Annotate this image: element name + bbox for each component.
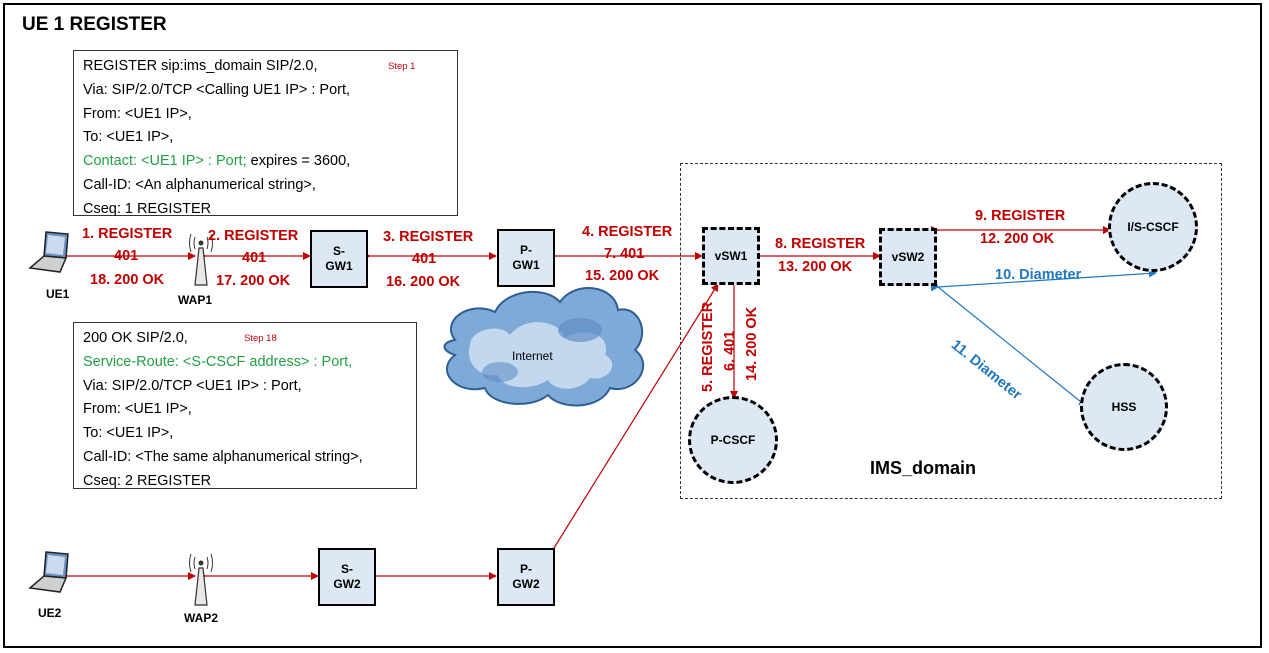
vsw1-node: vSW1 bbox=[702, 227, 760, 285]
pgw2-node: P- GW2 bbox=[497, 548, 555, 606]
msg-401-a: 401 bbox=[114, 248, 139, 264]
header-text: From: <UE1 IP>, bbox=[83, 105, 192, 122]
msg-3-register: 3. REGISTER bbox=[383, 229, 474, 245]
header-text: Call-ID: <An alphanumerical string>, bbox=[83, 176, 316, 193]
wap1-antenna-icon bbox=[189, 233, 213, 286]
message-line: Call-ID: <An alphanumerical string>, bbox=[83, 174, 448, 198]
internet-cloud bbox=[443, 287, 645, 407]
link-pgw2-vsw1 bbox=[546, 283, 719, 557]
register-response-box: 200 OK SIP/2.0, Service-Route: <S-CSCF ad… bbox=[73, 322, 417, 489]
msg-401-b: 401 bbox=[242, 250, 267, 266]
ims-domain-label: IMS_domain bbox=[870, 458, 977, 478]
diagram-title: UE 1 REGISTER bbox=[22, 14, 167, 35]
msg-18-200ok: 18. 200 OK bbox=[90, 272, 165, 288]
msg-1-register: 1. REGISTER bbox=[82, 226, 173, 242]
header-text: Via: SIP/2.0/TCP <UE1 IP> : Port, bbox=[83, 377, 302, 394]
message-line: Cseq: 2 REGISTER bbox=[83, 470, 407, 494]
vsw1-label: vSW1 bbox=[714, 248, 748, 263]
header-text: From: <UE1 IP>, bbox=[83, 401, 192, 418]
hss-node: HSS bbox=[1080, 363, 1168, 451]
msg-16-200ok: 16. 200 OK bbox=[386, 274, 461, 290]
message-line: To: <UE1 IP>, bbox=[83, 422, 407, 446]
iscscf-label: I/S-CSCF bbox=[1127, 219, 1179, 234]
message-line: Cseq: 1 REGISTER bbox=[83, 198, 448, 222]
msg-401-c: 401 bbox=[412, 251, 437, 267]
msg-14-200ok: 14. 200 OK bbox=[744, 306, 760, 381]
message-line: Service-Route: <S-CSCF address> : Port, bbox=[83, 351, 407, 375]
msg-13-200ok: 13. 200 OK bbox=[778, 259, 853, 275]
msg-12-200ok: 12. 200 OK bbox=[980, 231, 1055, 247]
header-text: Call-ID: <The same alphanumerical string… bbox=[83, 448, 363, 465]
header-highlight: Contact: <UE1 IP> : Port; bbox=[83, 153, 247, 170]
msg-6-401: 6. 401 bbox=[722, 330, 738, 371]
pgw2-label: P- GW2 bbox=[512, 562, 540, 591]
wap2-label: WAP2 bbox=[184, 611, 219, 625]
msg-5-register: 5. REGISTER bbox=[700, 301, 716, 392]
link-vsw2-hss-diameter bbox=[930, 279, 1087, 407]
header-text: Cseq: 1 REGISTER bbox=[83, 200, 212, 217]
wap2-antenna-icon bbox=[189, 553, 213, 606]
msg-9-register: 9. REGISTER bbox=[975, 208, 1066, 224]
ue1-label: UE1 bbox=[46, 287, 70, 301]
pgw1-label: P- GW1 bbox=[512, 243, 540, 272]
internet-label: Internet bbox=[512, 349, 553, 363]
diagram-frame bbox=[3, 3, 1262, 648]
header-text: To: <UE1 IP>, bbox=[83, 129, 174, 146]
msg-15-200ok: 15. 200 OK bbox=[585, 268, 660, 284]
pgw1-node: P- GW1 bbox=[497, 229, 555, 287]
msg-2-register: 2. REGISTER bbox=[208, 228, 299, 244]
pcscf-node: P-CSCF bbox=[688, 396, 778, 484]
pcscf-label: P-CSCF bbox=[710, 432, 756, 447]
message-line: Call-ID: <The same alphanumerical string… bbox=[83, 446, 407, 470]
ue2-label: UE2 bbox=[38, 606, 62, 620]
msg-4-register: 4. REGISTER bbox=[582, 224, 673, 240]
sgw1-node: S- GW1 bbox=[310, 230, 368, 288]
msg-8-register: 8. REGISTER bbox=[775, 236, 866, 252]
sgw2-node: S- GW2 bbox=[318, 548, 376, 606]
header-text: Via: SIP/2.0/TCP <Calling UE1 IP> : Port… bbox=[83, 81, 351, 98]
header-text: REGISTER sip:ims_domain SIP/2.0, bbox=[83, 58, 318, 74]
message-line: Via: SIP/2.0/TCP <Calling UE1 IP> : Port… bbox=[83, 79, 448, 103]
header-highlight: Service-Route: <S-CSCF address> : Port, bbox=[83, 353, 353, 370]
message-line: From: <UE1 IP>, bbox=[83, 103, 448, 127]
vsw2-label: vSW2 bbox=[891, 249, 925, 264]
header-text: 200 OK SIP/2.0, bbox=[83, 330, 188, 346]
header-text: Cseq: 2 REGISTER bbox=[83, 472, 212, 489]
msg-10-diameter: 10. Diameter bbox=[995, 267, 1082, 283]
request-step-tag: Step 1 bbox=[388, 61, 416, 72]
msg-7-401: 7. 401 bbox=[604, 246, 645, 262]
message-line: REGISTER sip:ims_domain SIP/2.0, bbox=[83, 55, 448, 79]
message-line: Via: SIP/2.0/TCP <UE1 IP> : Port, bbox=[83, 375, 407, 399]
ue1-laptop-icon bbox=[28, 231, 69, 273]
sgw1-label: S- GW1 bbox=[325, 244, 353, 273]
header-text: To: <UE1 IP>, bbox=[83, 425, 174, 442]
header-text: expires = 3600, bbox=[246, 153, 351, 170]
message-line: 200 OK SIP/2.0, bbox=[83, 327, 407, 351]
response-step-tag: Step 18 bbox=[244, 333, 277, 344]
register-request-box: REGISTER sip:ims_domain SIP/2.0, Via: SIP… bbox=[73, 50, 458, 217]
vsw2-node: vSW2 bbox=[879, 228, 937, 286]
message-line: From: <UE1 IP>, bbox=[83, 398, 407, 422]
hss-label: HSS bbox=[1111, 399, 1137, 414]
message-line: Contact: <UE1 IP> : Port; expires = 3600… bbox=[83, 150, 448, 174]
wap1-label: WAP1 bbox=[178, 293, 213, 307]
sgw2-label: S- GW2 bbox=[333, 562, 361, 591]
msg-17-200ok: 17. 200 OK bbox=[216, 273, 291, 289]
message-line: To: <UE1 IP>, bbox=[83, 126, 448, 150]
ue2-laptop-icon bbox=[28, 551, 69, 593]
iscscf-node: I/S-CSCF bbox=[1108, 182, 1198, 272]
